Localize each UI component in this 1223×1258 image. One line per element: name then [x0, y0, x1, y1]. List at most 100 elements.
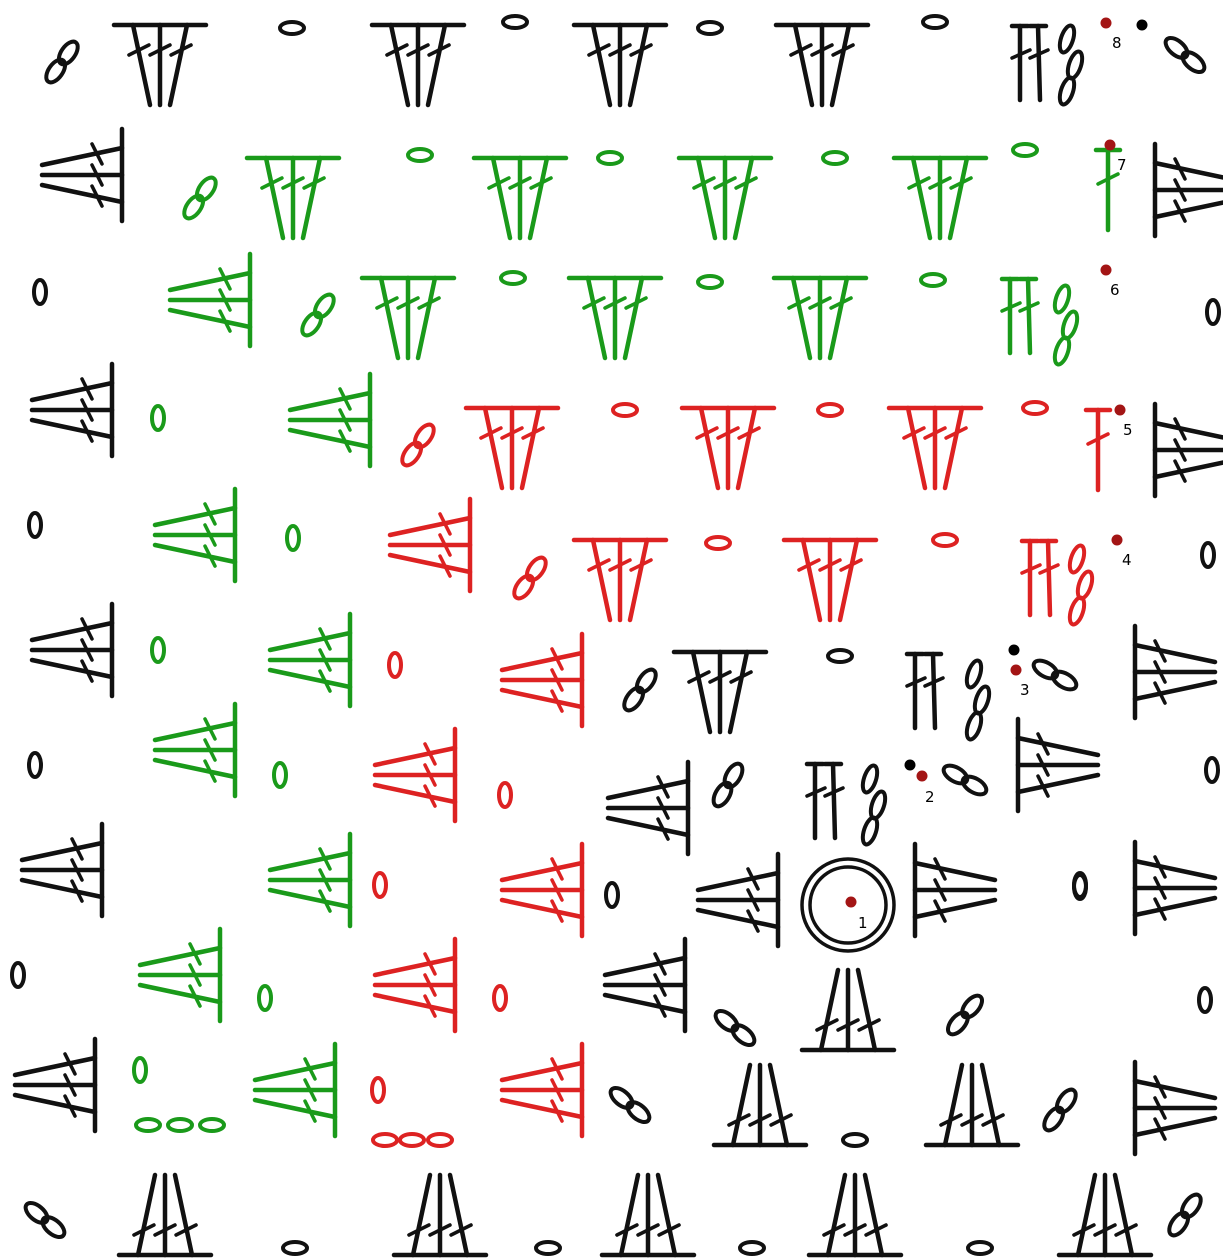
chain-stitch-symbol: [1023, 402, 1047, 414]
turning-chain-symbol: [299, 291, 338, 338]
treble-cluster-symbol: [155, 704, 235, 796]
chain-stitch-symbol: [1206, 758, 1218, 782]
treble-cluster-symbol: [114, 25, 206, 105]
treble-cluster-symbol: [32, 604, 112, 696]
round-start-marker: [1011, 665, 1022, 676]
treble-cluster-symbol: [679, 158, 771, 238]
chain-stitch-symbol: [818, 404, 842, 416]
treble-cluster-symbol: [32, 364, 112, 456]
turning-chain-symbol: [399, 421, 438, 468]
turning-chain-symbol: [607, 1084, 653, 1126]
treble-cluster-symbol: [290, 374, 370, 466]
treble-cluster-symbol: [372, 25, 464, 105]
chain-stitch-symbol: [259, 986, 271, 1010]
chain-stitch-symbol: [923, 16, 947, 28]
turning-chain-symbol: [1166, 1191, 1205, 1238]
turning-chain-symbol: [1041, 1086, 1080, 1133]
treble-cluster-symbol: [698, 854, 778, 946]
turning-chain-symbol: [511, 554, 550, 601]
chain-stitch-symbol: [536, 1242, 560, 1254]
chain-stitch-symbol: [740, 1242, 764, 1254]
treble-cluster-symbol: [1059, 1175, 1151, 1255]
chain-stitch-symbol: [613, 404, 637, 416]
turning-chain-symbol: [1162, 34, 1208, 76]
chain-stitch-symbol: [1202, 543, 1214, 567]
beginning-chain-symbol: [1052, 284, 1080, 366]
chain-stitch-symbol: [698, 22, 722, 34]
treble-cluster-symbol: [270, 614, 350, 706]
treble-cluster-symbol: [270, 834, 350, 926]
treble-cluster-symbol: [255, 1044, 335, 1136]
chain-stitch-symbol: [503, 16, 527, 28]
treble-cluster-symbol: [119, 1175, 211, 1255]
treble-cluster-symbol: [1135, 626, 1215, 718]
treble-cluster-symbol: [714, 1065, 806, 1145]
chain-stitch-symbol: [706, 537, 730, 549]
chain-stitch-symbol: [152, 638, 164, 662]
beginning-chain-symbol: [860, 764, 888, 846]
beginning-chain-symbol: [1057, 24, 1085, 106]
chain-stitch-symbol: [408, 149, 432, 161]
beginning-chain-symbol: [964, 659, 992, 741]
turning-chain-symbol: [22, 1199, 68, 1241]
treble-cluster-symbol: [474, 158, 566, 238]
treble-cluster-symbol: [809, 1175, 901, 1255]
round-number-label: 3: [1020, 681, 1030, 699]
chain-stitch-symbol: [12, 963, 24, 987]
chain-stitch-symbol: [698, 276, 722, 288]
treble-cluster-symbol: [784, 540, 876, 620]
treble-cluster-symbol: [1018, 719, 1098, 811]
treble-cluster-symbol: [889, 408, 981, 488]
treble-cluster-symbol: [362, 278, 454, 358]
treble-cluster-symbol: [502, 1044, 582, 1136]
treble-cluster-symbol: [170, 254, 250, 346]
treble-cluster-symbol: [394, 1175, 486, 1255]
round-start-marker: [1101, 265, 1112, 276]
chain-stitch-symbol: [136, 1119, 160, 1131]
beginning-chain-symbol: [1067, 544, 1095, 626]
chain-stitch-symbol: [168, 1119, 192, 1131]
chain-stitch-symbol: [372, 1078, 384, 1102]
treble-cluster-symbol: [774, 278, 866, 358]
treble-cluster-symbol: [155, 489, 235, 581]
round-start-marker: [917, 771, 928, 782]
round-number-label: 8: [1112, 34, 1122, 52]
treble-cluster-symbol: [915, 844, 995, 936]
chain-stitch-symbol: [274, 763, 286, 787]
chain-stitch-symbol: [280, 22, 304, 34]
treble-cluster-symbol: [502, 634, 582, 726]
chain-stitch-symbol: [389, 653, 401, 677]
treble-cluster-symbol: [574, 25, 666, 105]
chain-stitch-symbol: [400, 1134, 424, 1146]
turning-chain-symbol: [621, 666, 660, 713]
round-end-marker: [905, 760, 916, 771]
treble-cluster-symbol: [605, 939, 685, 1031]
round-start-marker: [846, 897, 857, 908]
treble-cluster-symbol: [1135, 1062, 1215, 1154]
treble-cluster-symbol: [42, 129, 122, 221]
treble-cluster-symbol: [15, 1039, 95, 1131]
treble-cluster-symbol: [1155, 404, 1223, 496]
treble-cluster-symbol: [602, 1175, 694, 1255]
chain-stitch-symbol: [843, 1134, 867, 1146]
chain-stitch-symbol: [283, 1242, 307, 1254]
treble-cluster-symbol: [674, 652, 766, 732]
round-start-trebles: [907, 654, 943, 728]
round-start-trebles: [1002, 279, 1038, 353]
treble-cluster-symbol: [608, 762, 688, 854]
chain-stitch-symbol: [494, 986, 506, 1010]
treble-cluster-symbol: [390, 499, 470, 591]
chain-stitch-symbol: [968, 1242, 992, 1254]
treble-cluster-symbol: [574, 540, 666, 620]
treble-cluster-symbol: [894, 158, 986, 238]
treble-cluster-symbol: [375, 729, 455, 821]
chain-stitch-symbol: [373, 1134, 397, 1146]
treble-cluster-symbol: [569, 278, 661, 358]
turning-chain-symbol: [941, 762, 990, 798]
round-number-label: 5: [1123, 421, 1133, 439]
treble-cluster-symbol: [1135, 842, 1215, 934]
turning-chain-symbol: [944, 992, 986, 1038]
round-start-trebles: [1012, 26, 1048, 100]
chain-stitch-symbol: [921, 274, 945, 286]
